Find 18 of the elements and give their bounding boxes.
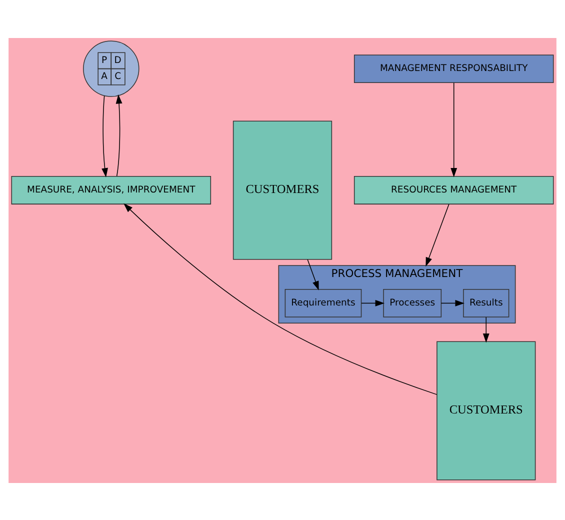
node-box: Requirements: [284, 288, 362, 317]
node-box: MANAGEMENT RESPONSABILITY: [354, 54, 554, 82]
node-box: CUSTOMERS: [436, 340, 536, 480]
arrow: [426, 203, 450, 266]
arrow: [307, 258, 319, 290]
node-box: CUSTOMERS: [232, 120, 332, 260]
node-box: Results: [463, 288, 510, 317]
arrow: [450, 82, 458, 177]
arrow: [102, 94, 108, 177]
arrow: [482, 316, 490, 342]
arrow: [124, 202, 438, 394]
node-box: Processes: [383, 288, 442, 317]
node-circle: P D A C: [83, 40, 140, 96]
arrow: [440, 299, 464, 306]
arrow: [361, 299, 385, 306]
node-box: MEASURE, ANALYSIS, IMPROVEMENT: [11, 176, 212, 204]
node-box: RESOURCES MANAGEMENT: [354, 176, 554, 204]
arrow: [116, 94, 122, 176]
